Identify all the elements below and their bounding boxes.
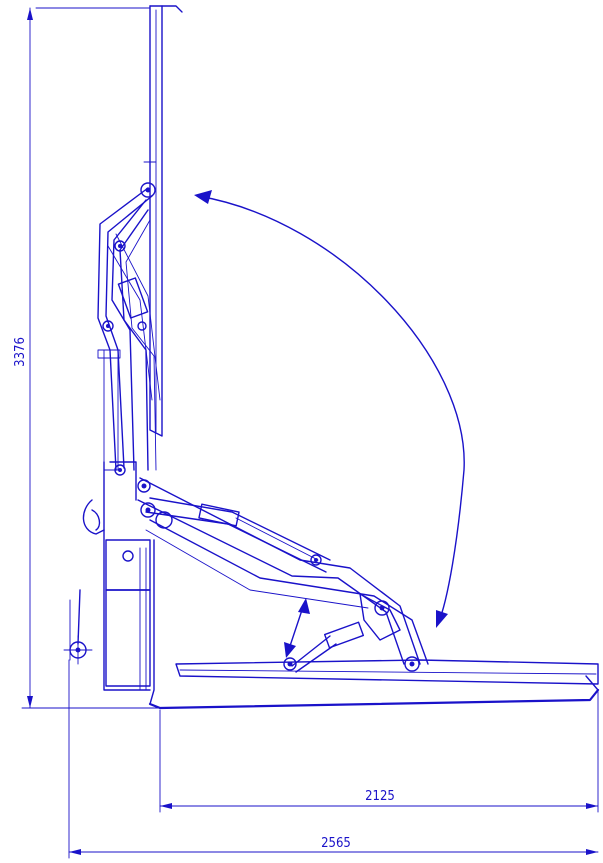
- tilt-double-arrow: [284, 598, 310, 658]
- lowered-platform: [148, 659, 600, 710]
- platform-length-dimension: 2125: [159, 689, 599, 813]
- overall-length-dimension: 2565: [68, 659, 599, 859]
- platform-length-label: 2125: [365, 789, 395, 804]
- mounting-frame: [69, 461, 161, 709]
- rotation-arc-arrow: [194, 190, 465, 628]
- upper-linkage: [97, 187, 161, 471]
- height-dimension-label: 3376: [13, 337, 28, 367]
- overall-length-label: 2565: [321, 836, 351, 851]
- pivot-pins: [63, 182, 420, 672]
- lower-linkage: [137, 477, 429, 673]
- height-dimension: 3376: [13, 7, 161, 709]
